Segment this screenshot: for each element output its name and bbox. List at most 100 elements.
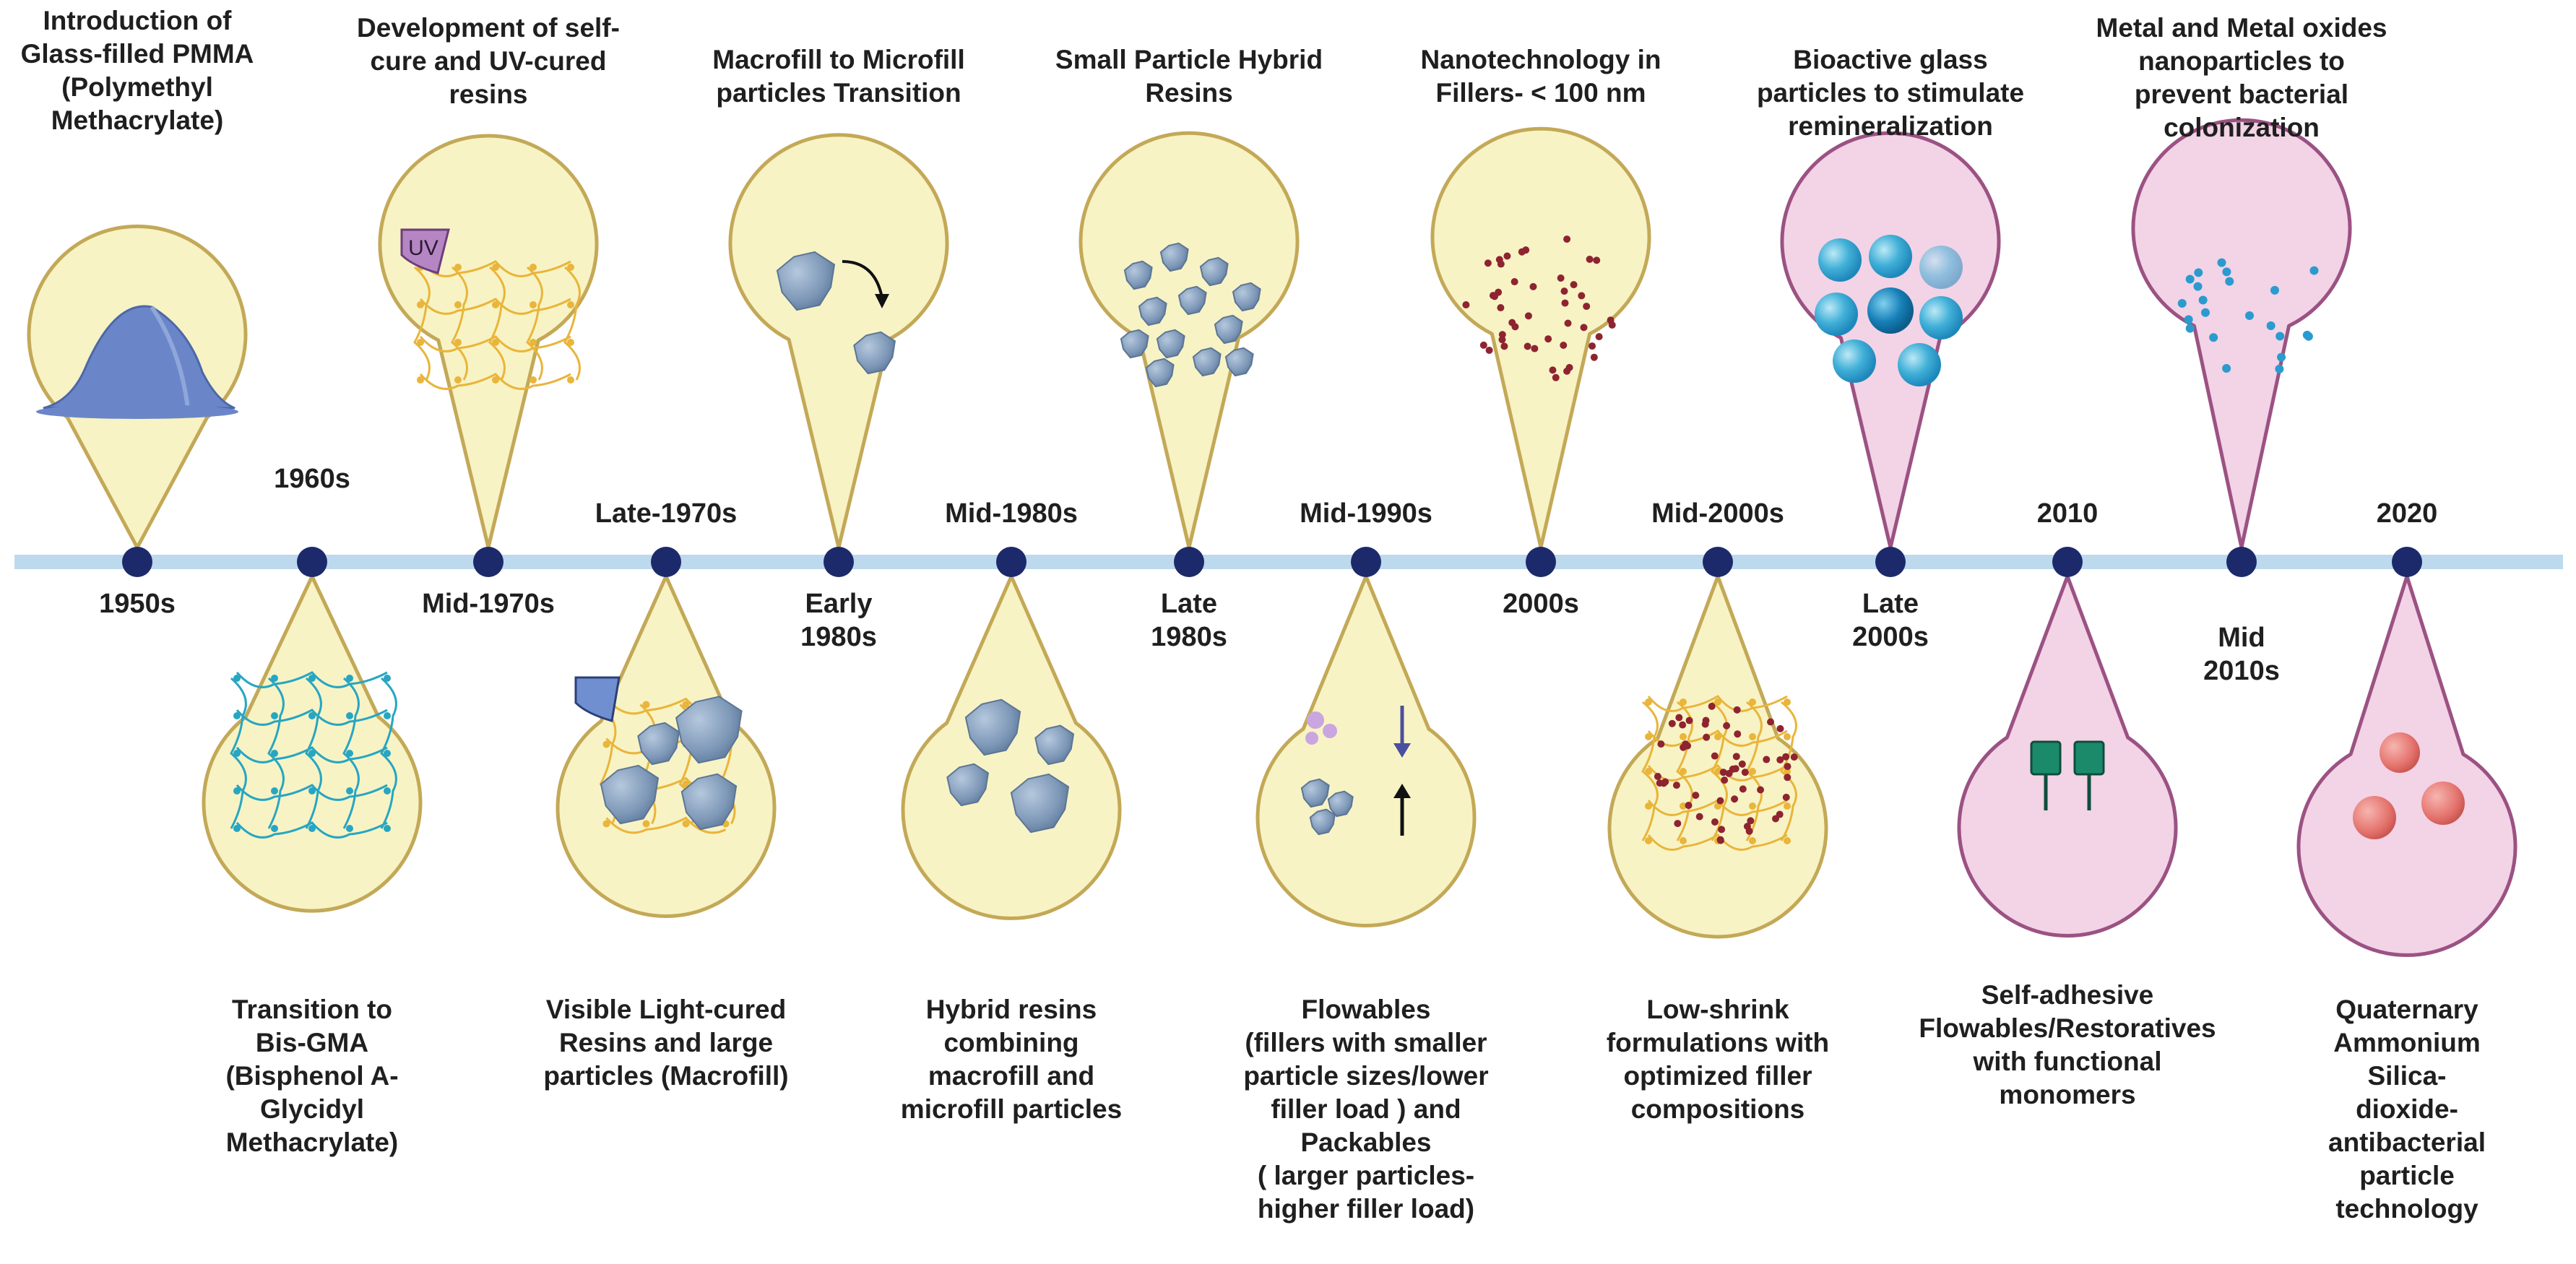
crosslink-node	[602, 820, 610, 828]
nanoparticle	[1510, 278, 1518, 286]
low-shrink-network-icon	[1641, 695, 1798, 851]
crosslink-node	[271, 712, 278, 719]
nanoparticle	[1701, 720, 1709, 728]
nanoparticle	[1739, 785, 1747, 793]
mesh-strand	[563, 266, 581, 381]
crosslink-node	[233, 750, 241, 757]
crosslink-node	[682, 780, 690, 788]
particle	[1224, 347, 1254, 377]
particle	[1010, 773, 1070, 834]
milestone-description: Macrofill to Microfill particles Transit…	[712, 45, 965, 108]
timeline-node	[2392, 547, 2422, 577]
mesh-strand	[605, 816, 727, 834]
milestone-description: Development of self- cure and UV-cured r…	[357, 13, 620, 109]
particle	[1327, 790, 1354, 818]
year-label: 2020	[2376, 498, 2438, 529]
nanoparticle	[1495, 256, 1503, 264]
crosslink-node	[1680, 698, 1687, 706]
nanoparticle	[2194, 268, 2203, 277]
nanoparticle	[1776, 756, 1784, 763]
milestone-description: Low-shrink formulations with optimized f…	[1606, 995, 1830, 1124]
crosslink-node	[567, 376, 574, 384]
mesh-strand	[1641, 701, 1659, 841]
timeline-node	[1526, 547, 1556, 577]
mesh-strand	[267, 677, 285, 829]
crosslink-node	[271, 675, 278, 682]
milestone-description: Flowables (fillers with smaller particle…	[1243, 995, 1489, 1224]
particle	[1309, 808, 1336, 836]
crosslink-node	[1784, 698, 1791, 706]
macro-to-micro-icon	[776, 251, 896, 375]
particle	[1159, 242, 1189, 272]
mesh-strand	[1647, 764, 1788, 782]
nanoparticle	[1776, 724, 1784, 732]
year-label: Mid-1970s	[422, 589, 555, 619]
crosslink-node	[454, 376, 462, 384]
nanoparticle	[2201, 308, 2210, 317]
nanoparticle	[1733, 706, 1741, 714]
nanoparticle	[2245, 311, 2255, 321]
particle	[1123, 260, 1153, 290]
nanoparticle	[1668, 719, 1676, 727]
crosslink-node	[346, 712, 353, 719]
nanoparticle	[1747, 817, 1755, 825]
crosslink-node	[417, 339, 424, 346]
particle	[1145, 358, 1175, 388]
nanoparticle	[1757, 786, 1765, 794]
nanoparticle	[2198, 295, 2208, 305]
crosslink-node	[492, 376, 499, 384]
nanoparticle	[2209, 333, 2218, 342]
nanoparticle	[1734, 730, 1742, 738]
particle	[680, 773, 738, 831]
crosslink-node	[454, 264, 462, 271]
nanoparticle	[1732, 753, 1740, 761]
particle	[776, 251, 836, 311]
nanoparticle	[1784, 774, 1791, 782]
nanoparticle	[1661, 778, 1669, 786]
nanoparticle	[1489, 292, 1497, 300]
nanoparticle	[1767, 718, 1775, 726]
particle	[1192, 347, 1222, 377]
timeline-node	[1703, 547, 1733, 577]
crosslink-node	[530, 264, 537, 271]
crosslink-node	[1645, 768, 1652, 775]
light-source	[574, 676, 621, 722]
crosslink-node	[1645, 698, 1652, 706]
glass-sphere	[1919, 296, 1963, 339]
nanoparticle	[1729, 765, 1737, 773]
nanoparticle	[1544, 335, 1552, 343]
crosslink-node	[1784, 802, 1791, 810]
timeline-node	[473, 547, 503, 577]
nanoparticle	[1523, 342, 1531, 350]
nanoparticle	[1497, 304, 1505, 312]
mesh-strand	[488, 266, 506, 381]
crosslink-node	[1680, 837, 1687, 844]
mesh-strand	[305, 677, 322, 829]
nanoparticle	[1721, 776, 1729, 784]
crosslink-node	[1784, 837, 1791, 844]
year-label: Mid 2010s	[2203, 623, 2280, 686]
milestone-pin	[1780, 131, 2001, 550]
nanoparticle	[1552, 373, 1560, 381]
mesh-strand	[235, 671, 388, 688]
year-label: Mid-1990s	[1300, 498, 1432, 529]
mesh-strand	[1647, 730, 1788, 747]
functional-monomer-icon	[2030, 740, 2105, 810]
nanoparticle	[2277, 352, 2286, 362]
nanoparticle	[1593, 256, 1601, 264]
nanoparticle	[1723, 722, 1731, 730]
nanoparticle	[1557, 274, 1565, 282]
nanoparticle	[2185, 324, 2195, 333]
crosslink-node	[384, 712, 391, 719]
arrow-head-icon	[875, 294, 889, 308]
nanoparticle	[1719, 769, 1727, 776]
crosslink-node	[492, 339, 499, 346]
crosslink-node	[492, 264, 499, 271]
mesh-strand	[1647, 695, 1788, 712]
nanoparticle	[1590, 353, 1598, 361]
nanoparticle	[1692, 792, 1700, 800]
glass-sphere	[1869, 235, 1912, 278]
nanoparticle	[1731, 795, 1739, 803]
timeline-node	[1351, 547, 1381, 577]
